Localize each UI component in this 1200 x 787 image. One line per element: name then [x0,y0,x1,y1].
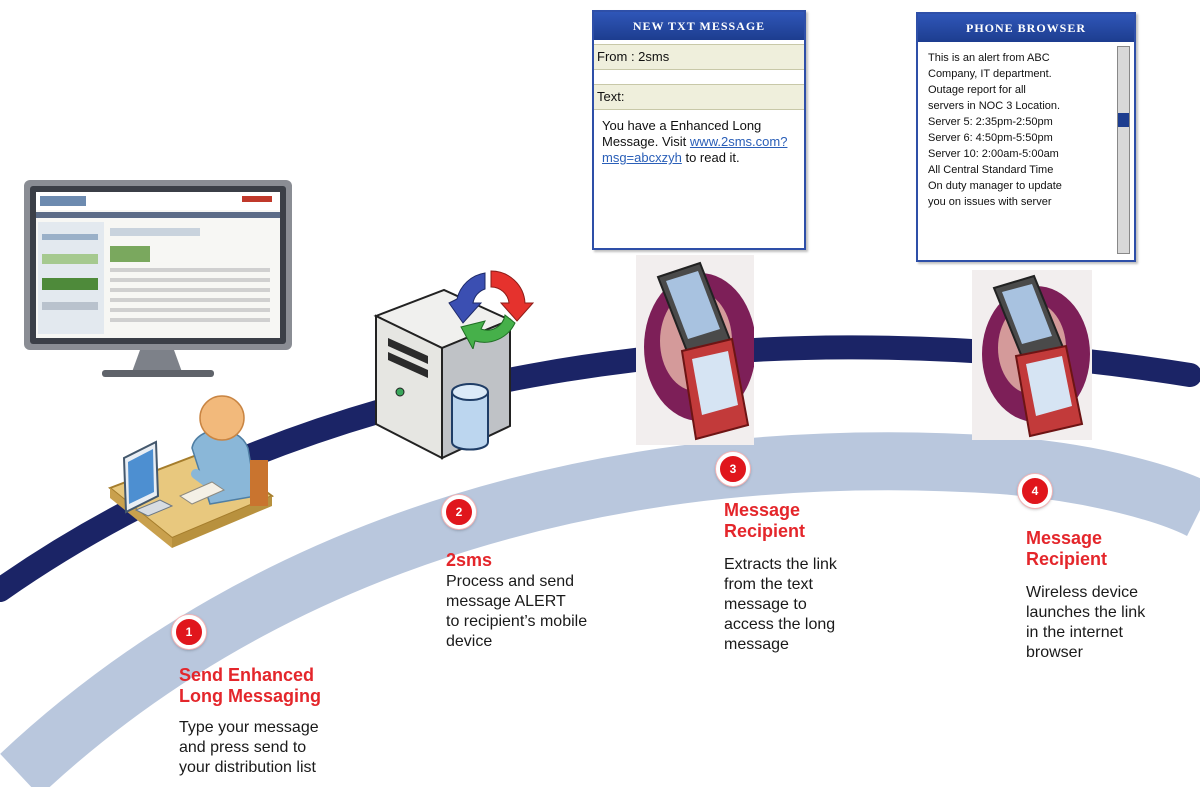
step-3-description: Extracts the link from the text message … [724,556,837,653]
phone-browser-panel: PHONE BROWSER This is an alert from ABC … [916,12,1136,262]
step-2-description: Process and send message ALERT to recipi… [446,573,588,650]
step-3-badge: 3 [716,452,750,486]
sync-arrows-icon [448,270,535,349]
phone-image-step-3 [636,255,756,445]
browser-line: Company, IT department. [928,68,1052,80]
browser-line: All Central Standard Time [928,164,1054,176]
mobile-phone-icon [982,274,1090,438]
browser-scroll-thumb[interactable] [1118,113,1129,127]
browser-line: Server 6: 4:50pm-5:50pm [928,132,1053,144]
sms-panel-header: NEW TXT MESSAGE [594,12,804,40]
browser-content: This is an alert from ABC Company, IT de… [928,50,1108,210]
monitor-icon [24,180,292,377]
step-1-badge: 1 [172,615,206,649]
browser-scrollbar[interactable] [1117,46,1130,254]
browser-line: Server 5: 2:35pm-2:50pm [928,116,1053,128]
browser-line: Server 10: 2:00am-5:00am [928,148,1059,160]
sms-text-label: Text: [594,84,804,110]
browser-line: you on issues with server [928,196,1052,208]
step-4-badge: 4 [1018,474,1052,508]
step-1-description: Type your message and press send to your… [179,719,319,776]
browser-line: Outage report for all [928,84,1026,96]
sms-from-field: From : 2sms [594,44,804,70]
mobile-phone-icon [644,261,756,441]
browser-panel-header: PHONE BROWSER [918,14,1134,42]
browser-line: This is an alert from ABC [928,52,1050,64]
step-3-title: Message Recipient [724,500,806,541]
sms-message-body: You have a Enhanced Long Message. Visit … [594,114,804,166]
user-at-desk-icon [108,395,275,548]
step-4-description: Wireless device launches the link in the… [1026,584,1146,661]
sms-body-end: to read it. [681,150,740,165]
sms-body-text: You have a Enhanced Long Message. Visit [602,118,762,149]
browser-line: servers in NOC 3 Location. [928,100,1061,112]
phone-image-step-4 [972,270,1092,440]
step-1-title: Send Enhanced Long Messaging [179,665,322,706]
browser-line: On duty manager to update [928,180,1062,192]
step-4-title: Message Recipient [1026,528,1108,569]
sms-message-panel: NEW TXT MESSAGE From : 2sms Text: You ha… [592,10,806,250]
step-2-title: 2sms [446,550,493,570]
sms-link[interactable]: www.2sms.com?msg=abcxzyh [602,134,788,165]
step-2-badge: 2 [442,495,476,529]
